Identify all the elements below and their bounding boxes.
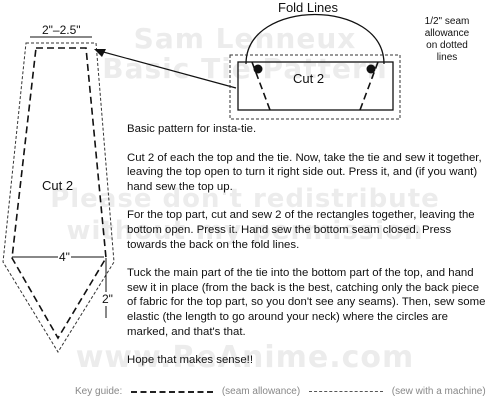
- top-piece-seam-allowance: [229, 54, 401, 120]
- fold-arc: [245, 14, 385, 65]
- instructions: Basic pattern for insta-tie. Cut 2 of ea…: [127, 122, 487, 382]
- key-dotted-line-icon: [308, 391, 383, 392]
- key-seam-label: (seam allowance): [221, 386, 301, 397]
- key-guide: Key guide: (seam allowance) (sew with a …: [75, 386, 486, 397]
- watermark-line-2: Basic Tie Pattern: [102, 52, 388, 85]
- fold-line-right: [359, 61, 379, 111]
- key-dashed-line-icon: [131, 390, 214, 393]
- seam-note-line: 1/2" seam: [424, 16, 470, 27]
- top-width-label: 2"–2.5": [42, 23, 81, 37]
- key-guide-label: Key guide:: [75, 386, 123, 397]
- tie-sewing-outline: [11, 47, 107, 340]
- watermark-line-5: www.ReAnime.com: [75, 340, 415, 375]
- instruction-paragraph: Hope that makes sense!!: [127, 354, 253, 367]
- top-piece-cut-label: Cut 2: [293, 71, 325, 86]
- instruction-paragraph: Cut 2 of each the top and the tie. Now, …: [127, 151, 482, 193]
- seam-note-line: allowance: [424, 28, 470, 39]
- fold-lines-label: Fold Lines: [278, 0, 338, 15]
- key-machine-label: (sew with a machine): [391, 386, 486, 397]
- tie-cut-label: Cut 2: [42, 178, 74, 193]
- elastic-mark-right-icon: [366, 64, 376, 74]
- elastic-mark-left-icon: [253, 64, 263, 74]
- tie-seam-allowance-outline: [2, 42, 115, 353]
- seam-allowance-note: 1/2" seam allowance on dotted lines: [408, 16, 486, 64]
- instruction-paragraph: Basic pattern for insta-tie.: [127, 123, 257, 135]
- seam-note-line: on dotted: [426, 40, 468, 51]
- top-piece-outline: [237, 61, 394, 111]
- seam-note-line: lines: [436, 52, 458, 63]
- watermark-line-3: Please don't redistribute: [50, 184, 440, 214]
- tip-length-label: 2": [102, 292, 113, 306]
- bottom-width-label: 4": [58, 250, 71, 264]
- instruction-paragraph: For the top part, cut and sew 2 of the r…: [127, 209, 475, 251]
- arrow-line: [95, 49, 237, 89]
- arrow-head-icon: [94, 49, 106, 57]
- watermark-line-4: without my permission: [66, 216, 424, 246]
- instruction-paragraph: Tuck the main part of the tie into the b…: [127, 267, 486, 338]
- watermark-line-1: Sam Lenneux: [133, 22, 357, 55]
- fold-line-left: [251, 61, 271, 111]
